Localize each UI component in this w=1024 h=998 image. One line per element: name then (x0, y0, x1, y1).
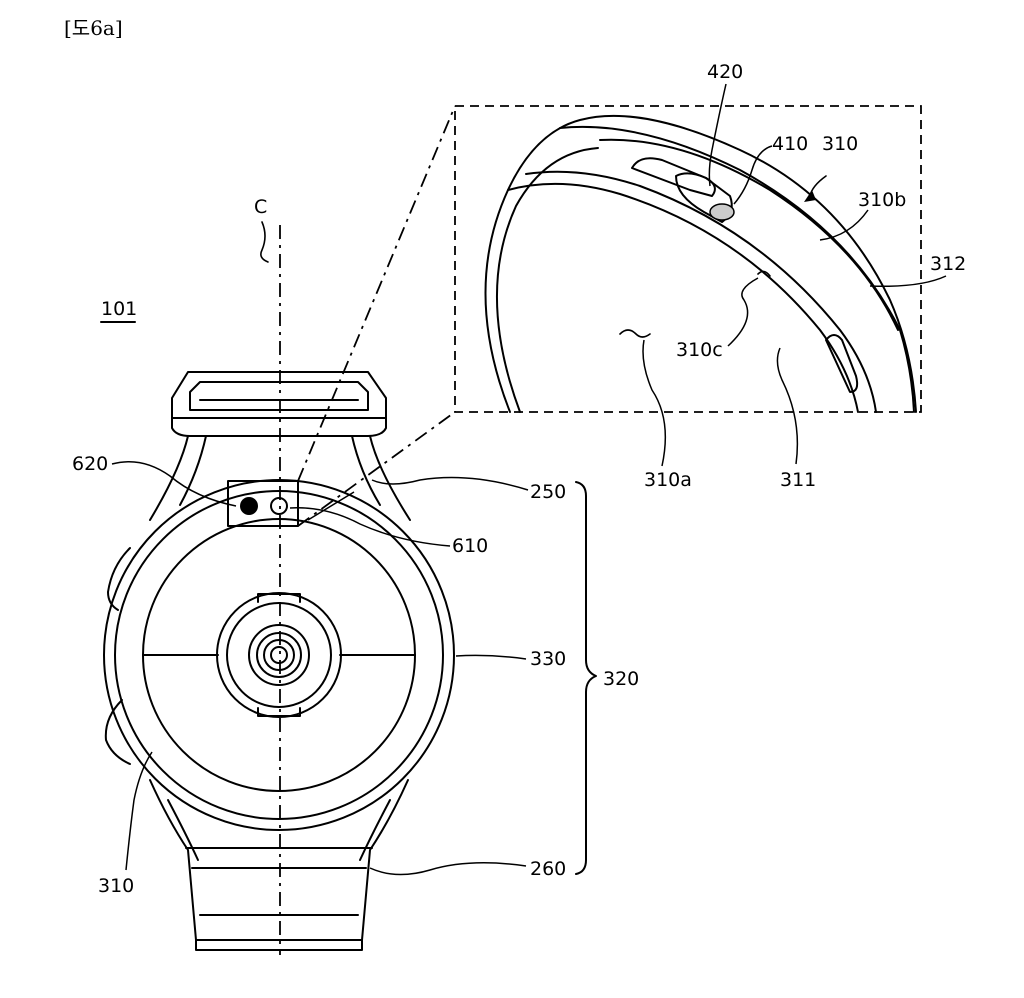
lower-slot (825, 334, 859, 393)
top-strap-slot (189, 381, 369, 411)
label-310c: 310c (676, 339, 723, 361)
label-330: 330 (530, 648, 566, 670)
watch-body (103, 371, 455, 951)
label-610: 610 (452, 535, 488, 557)
side-button-top (107, 547, 131, 611)
label-311: 311 (780, 469, 816, 491)
label-420: 420 (707, 61, 743, 83)
label-310-top: 310 (822, 133, 858, 155)
label-260: 260 (530, 858, 566, 880)
label-310b: 310b (858, 189, 906, 211)
device-ref-label: 101 (101, 298, 137, 320)
top-strap-end (171, 371, 387, 419)
sensor-hole-610 (270, 497, 288, 515)
outer-edge (484, 114, 917, 413)
label-410: 410 (772, 133, 808, 155)
label-250: 250 (530, 481, 566, 503)
brace-320 (575, 481, 597, 875)
center-sensor (216, 592, 342, 718)
side-button-bottom (104, 699, 131, 765)
sensor-dot-620 (240, 497, 258, 515)
projection-line-bottom (297, 411, 456, 527)
enlarged-detail-view (454, 105, 922, 413)
label-310a: 310a (644, 469, 692, 491)
label-310-bottom: 310 (98, 875, 134, 897)
projection-line-top (297, 105, 456, 482)
bottom-strap (149, 779, 197, 941)
label-320: 320 (603, 668, 639, 690)
label-620: 620 (72, 453, 108, 475)
axis-label: C (254, 196, 267, 218)
label-312: 312 (930, 253, 966, 275)
detail-frame (454, 105, 922, 413)
figure-header: [도6a] (64, 16, 123, 40)
axis-leader (260, 221, 269, 263)
